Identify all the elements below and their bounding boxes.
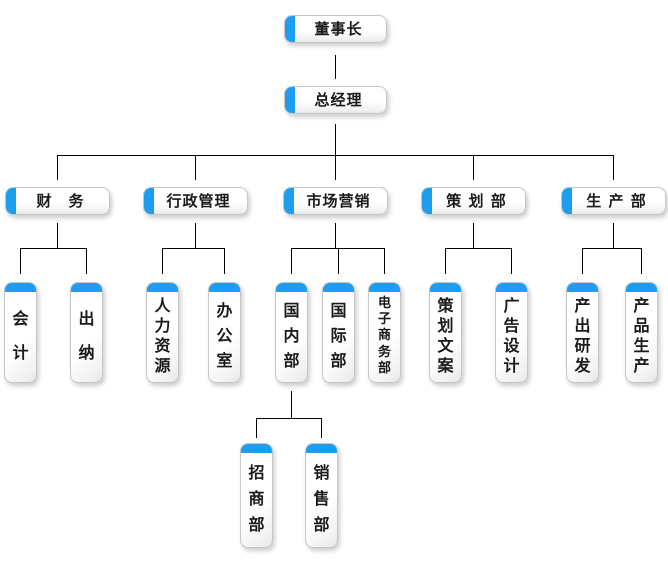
node-label: 策划文案 [437,296,454,375]
accent-stripe [5,283,36,292]
accent-stripe [285,87,295,113]
team-product-manufacturing: 产品生产 [625,282,658,383]
accent-stripe [285,16,295,42]
dept-marketing: 市场营销 [283,187,388,215]
accent-stripe [6,188,16,214]
connector-drop-production [613,155,614,180]
connector-drop-admin [195,155,196,180]
dept-finance: 财 务 [5,187,110,215]
connector-domestic-h [256,418,322,419]
node-label: 办公室 [216,301,233,370]
accent-stripe [422,188,432,214]
connector-planning-h [445,248,512,249]
node-label: 财 务 [36,191,85,210]
accent-stripe [496,283,527,292]
accent-stripe [323,283,354,292]
node-label: 市场营销 [306,191,371,210]
connector-admin-d1 [162,248,163,274]
connector-domestic-d2 [321,418,322,438]
accent-stripe [144,188,154,214]
node-label: 销售部 [313,463,330,534]
connector-production-v [613,223,614,248]
node-label: 国内部 [283,301,300,370]
connector-depts-horizontal [57,155,614,156]
team-copywriting: 策划文案 [429,282,462,383]
team-international: 国际部 [322,282,355,383]
connector-domestic-v [291,391,292,418]
node-label: 产出研发 [574,296,591,375]
accent-stripe [71,283,102,292]
connector-drop-finance [57,155,58,180]
connector-gm-trunk [335,124,336,180]
node-general-manager: 总经理 [284,86,387,114]
dept-planning: 策 划 部 [421,187,526,215]
node-label: 出纳 [78,309,95,362]
node-label: 行政管理 [166,191,231,210]
connector-drop-planning [473,155,474,180]
accent-stripe [567,283,598,292]
connector-domestic-d1 [256,418,257,438]
connector-production-h [582,248,642,249]
connector-planning-v [473,223,474,248]
node-label: 电子商务部 [377,296,391,376]
node-label: 策 划 部 [446,191,507,210]
node-label: 产品生产 [633,296,650,375]
team-accounting: 会计 [4,282,37,383]
node-label: 广告设计 [503,296,520,375]
subteam-sales: 销售部 [305,443,338,548]
node-label: 招商部 [248,463,265,534]
connector-admin-h [162,248,225,249]
connector-production-d2 [641,248,642,274]
connector-marketing-d2 [338,248,339,274]
node-label: 人力资源 [154,296,171,375]
dept-production: 生 产 部 [561,187,666,215]
connector-planning-d2 [511,248,512,274]
connector-marketing-v [335,223,336,248]
accent-stripe [430,283,461,292]
accent-stripe [276,283,307,292]
subteam-investment: 招商部 [240,443,273,548]
connector-admin-d2 [224,248,225,274]
accent-stripe [369,283,400,292]
team-domestic: 国内部 [275,282,308,383]
accent-stripe [306,444,337,453]
node-label: 生 产 部 [586,191,647,210]
node-chairman: 董事长 [284,15,387,43]
accent-stripe [241,444,272,453]
accent-stripe [209,283,240,292]
accent-stripe [626,283,657,292]
connector-finance-d2 [86,248,87,274]
connector-chairman-gm [335,55,336,79]
connector-finance-d1 [20,248,21,274]
connector-marketing-d1 [291,248,292,274]
node-label: 总经理 [314,90,363,109]
connector-production-d1 [582,248,583,274]
connector-admin-v [195,223,196,248]
node-label: 会计 [12,309,29,362]
team-ad-design: 广告设计 [495,282,528,383]
team-ecommerce: 电子商务部 [368,282,401,383]
connector-finance-v [57,223,58,248]
node-label: 董事长 [314,19,363,38]
accent-stripe [147,283,178,292]
connector-marketing-d3 [384,248,385,274]
dept-admin: 行政管理 [143,187,248,215]
connector-finance-h [20,248,87,249]
node-label: 国际部 [330,301,347,370]
accent-stripe [284,188,294,214]
team-cashier: 出纳 [70,282,103,383]
team-office: 办公室 [208,282,241,383]
accent-stripe [562,188,572,214]
team-hr: 人力资源 [146,282,179,383]
connector-planning-d1 [445,248,446,274]
team-output-rnd: 产出研发 [566,282,599,383]
